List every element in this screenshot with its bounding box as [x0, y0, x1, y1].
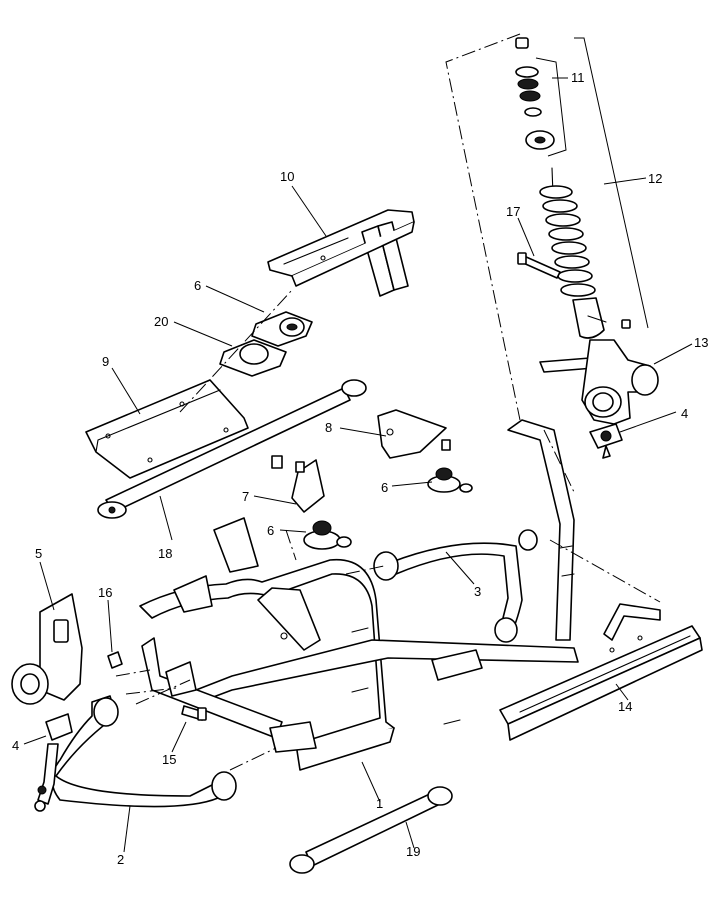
callout-4-right: 4: [681, 406, 688, 421]
part-5-hub-carrier: [11, 593, 83, 705]
part-17-bolt: [517, 252, 561, 279]
part-6-mount-upper: [251, 311, 313, 347]
part-7-bracket: [271, 455, 325, 513]
callout-7: 7: [242, 489, 249, 504]
part-16-nut: [107, 651, 123, 669]
part-10-bracket: [267, 209, 415, 297]
callout-6-center: 6: [381, 480, 388, 495]
part-9-plate: [85, 379, 249, 479]
callout-18: 18: [158, 546, 172, 561]
assembly-lines: [115, 33, 661, 771]
callout-12: 12: [648, 171, 662, 186]
leader-lines: [23, 37, 693, 853]
callout-17: 17: [506, 204, 520, 219]
callout-14: 14: [618, 699, 632, 714]
callout-19: 19: [406, 844, 420, 859]
callout-10: 10: [280, 169, 294, 184]
part-6-mount-center: [427, 439, 473, 493]
part-6-mount-lower: [303, 520, 352, 550]
part-2-lower-arm: [51, 695, 237, 808]
part-12-coil-over-shock: [539, 167, 631, 339]
callout-16: 16: [98, 585, 112, 600]
callout-11: 11: [571, 70, 585, 85]
callout-13: 13: [694, 335, 708, 350]
callout-3: 3: [474, 584, 481, 599]
callout-6-upper: 6: [194, 278, 201, 293]
part-4-ball-joint-right: [589, 423, 623, 459]
part-1-subframe: [139, 419, 579, 771]
callout-5: 5: [35, 546, 42, 561]
callout-15: 15: [162, 752, 176, 767]
part-8-bracket: [377, 409, 447, 459]
part-20-mount: [219, 339, 287, 377]
part-3-upper-arm: [373, 529, 538, 643]
callout-20: 20: [154, 314, 168, 329]
callout-8: 8: [325, 420, 332, 435]
callout-4-left: 4: [12, 738, 19, 753]
part-19-link: [289, 786, 453, 874]
callout-9: 9: [102, 354, 109, 369]
callout-labels: 1 2 3 4 4 5 6 6 6 7 8 9 10 11 12 13 14 1…: [12, 70, 708, 867]
part-15-bolt: [181, 705, 207, 721]
part-4-ball-joint-left: [34, 713, 73, 812]
part-18-tie-rod: [97, 379, 367, 519]
callout-1: 1: [376, 796, 383, 811]
callout-6-lower: 6: [267, 523, 274, 538]
part-13-hub-carrier: [539, 339, 659, 425]
callout-2: 2: [117, 852, 124, 867]
part-14-rail: [499, 603, 703, 741]
part-11-top-mount-stack: [515, 37, 555, 150]
